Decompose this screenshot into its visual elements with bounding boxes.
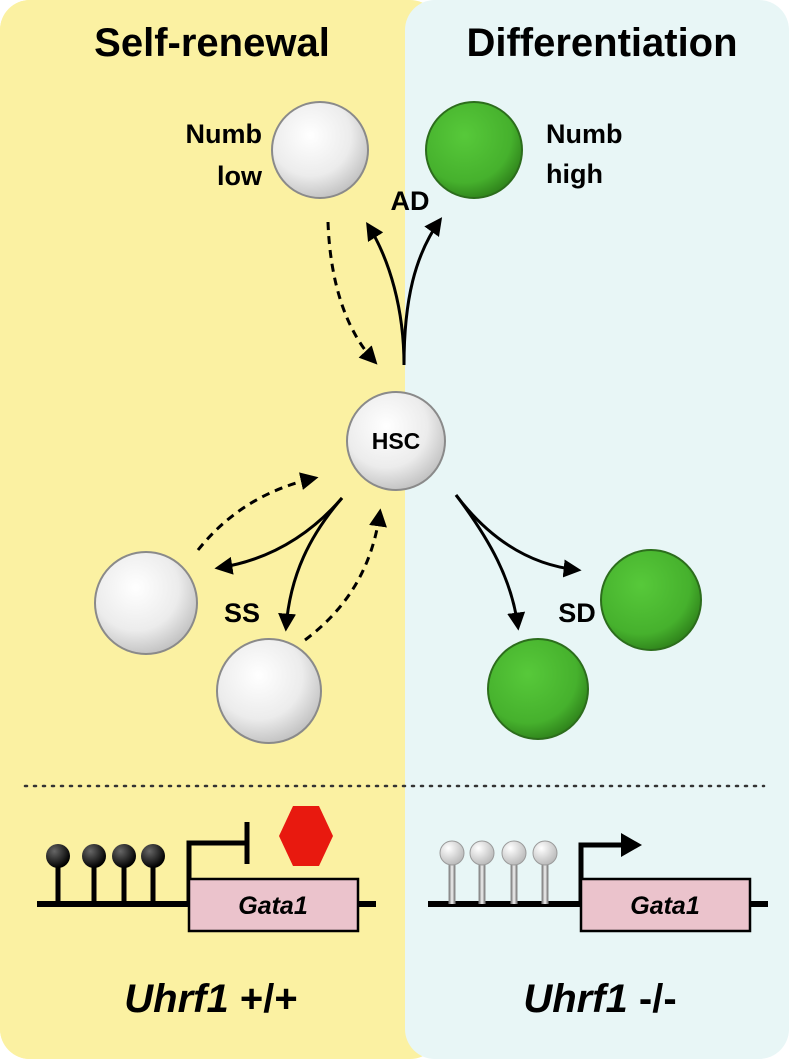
ss-cell-2-return-arrow <box>304 508 387 642</box>
numb-high-label-line1: Numb <box>546 119 623 149</box>
sd-division-label: SD <box>558 598 596 628</box>
ad-arrow-to-numb-high <box>402 217 443 366</box>
left-gene-label: Gata1 <box>238 892 307 920</box>
right-gene-label: Gata1 <box>630 892 699 920</box>
left-gene-box <box>187 877 360 933</box>
unmethylated-cpg-3 <box>501 840 527 866</box>
ad-division-label: AD <box>391 186 430 216</box>
numb-low-cell <box>271 101 369 199</box>
unmethylated-cpg-4 <box>532 840 558 866</box>
numb-low-return-arrow <box>326 221 378 365</box>
left-methylation-lollipops <box>46 844 165 904</box>
ss-cell-1-return-arrow <box>196 472 319 551</box>
sd-cell-2 <box>487 638 589 740</box>
right-gene-locus: Gata1 <box>428 833 768 933</box>
methylated-cpg-1 <box>46 844 70 868</box>
methylated-cpg-4 <box>141 844 165 868</box>
self-renewal-panel-edge <box>370 0 405 1059</box>
methylated-cpg-3 <box>112 844 136 868</box>
self-renewal-panel-fill <box>0 0 405 1059</box>
active-tss-arrowhead <box>621 833 642 857</box>
sd-cell-1 <box>600 549 702 651</box>
ss-cell-2 <box>216 638 322 744</box>
self-renewal-title: Self-renewal <box>94 21 330 65</box>
numb-low-label-line1: Numb <box>186 119 263 149</box>
left-genotype-label: Uhrf1 +/+ <box>124 977 297 1021</box>
left-genotype-gene: Uhrf1 <box>124 977 228 1021</box>
methylated-cpg-2 <box>82 844 106 868</box>
hsc-cell <box>346 391 446 491</box>
numb-high-cell <box>425 101 523 199</box>
right-methylation-lollipops <box>439 840 558 904</box>
numb-low-label-line2: low <box>217 161 263 191</box>
right-gene-box <box>579 877 752 933</box>
unmethylated-cpg-1 <box>439 840 465 866</box>
ss-arrow-to-cell-2 <box>278 497 344 632</box>
ss-cell-1 <box>94 551 198 655</box>
differentiation-panel <box>405 0 789 1059</box>
ss-division-label: SS <box>224 598 260 628</box>
unmethylated-cpg-2 <box>469 840 495 866</box>
right-genotype-label: Uhrf1 -/- <box>523 977 676 1021</box>
numb-high-label-line2: high <box>546 159 603 189</box>
differentiation-title: Differentiation <box>466 21 737 65</box>
left-genotype-allele: +/+ <box>229 977 298 1021</box>
right-genotype-allele: -/- <box>628 977 677 1021</box>
sd-arrow-to-cell-2 <box>454 494 526 631</box>
left-gene-locus: Gata1 <box>37 806 376 933</box>
right-genotype-gene: Uhrf1 <box>523 977 627 1021</box>
repressor-hexagon <box>279 806 333 866</box>
hsc-label: HSC <box>372 428 421 454</box>
